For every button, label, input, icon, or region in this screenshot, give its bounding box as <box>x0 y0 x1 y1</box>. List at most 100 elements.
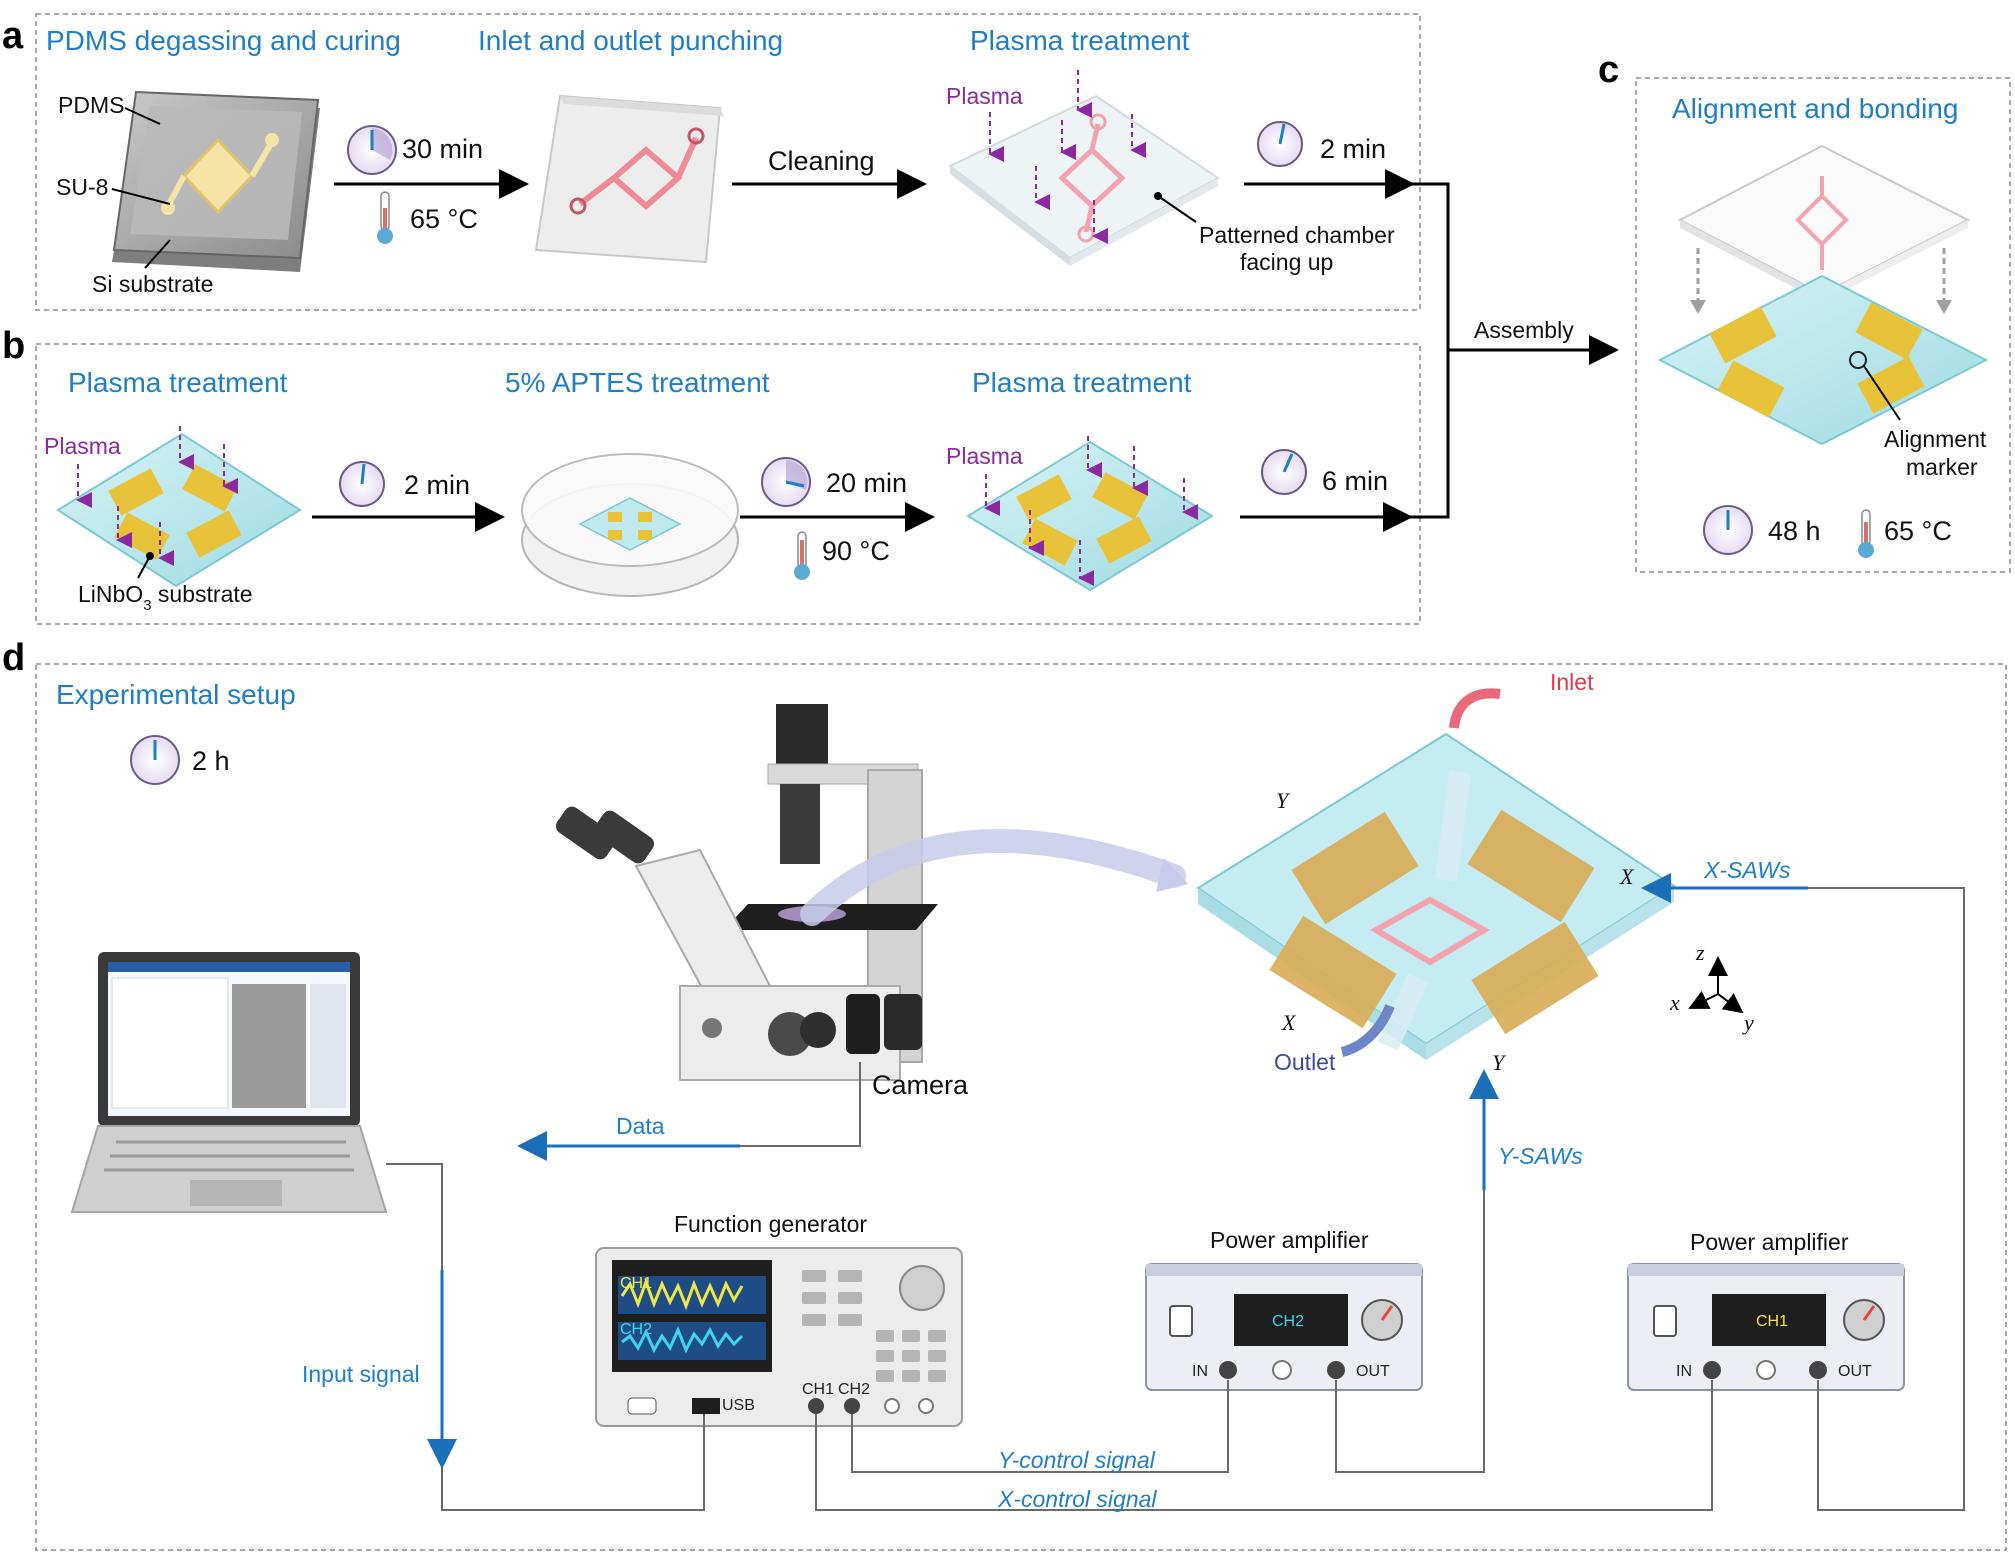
amp1-display: CH2 <box>1272 1313 1304 1330</box>
plasma-arrows-b2 <box>984 436 1198 586</box>
panel-d-letter: d <box>2 637 25 679</box>
step-title-punching: Inlet and outlet punching <box>478 25 783 56</box>
label-function-generator: Function generator <box>674 1211 867 1237</box>
panel-a-letter: a <box>2 15 24 57</box>
time-20min: 20 min <box>826 468 907 498</box>
coord-x: x <box>1669 990 1680 1015</box>
label-fg-ch1: CH1 <box>802 1381 834 1398</box>
step-title-setup: Experimental setup <box>56 679 296 710</box>
amp2-in: IN <box>1676 1363 1692 1380</box>
microscope-illustration <box>555 704 938 1081</box>
label-data: Data <box>616 1113 665 1139</box>
temp-65c-c: 65 °C <box>1884 516 1952 546</box>
label-fg-ch2: CH2 <box>838 1381 870 1398</box>
label-plasma-a: Plasma <box>946 83 1023 109</box>
clock-icon <box>1703 505 1753 555</box>
label-alignment: Alignment <box>1884 426 1987 452</box>
panel-a-border <box>35 13 1421 311</box>
label-assembly: Assembly <box>1474 317 1574 343</box>
clock-icon <box>130 735 180 785</box>
panel-c: c Alignment and bonding Alignment marker <box>1598 49 2011 573</box>
panel-d-border <box>35 663 2007 1551</box>
label-y-axis-bottom: Y <box>1492 1050 1507 1075</box>
label-usb: USB <box>722 1397 755 1414</box>
panel-b-border <box>35 343 1421 625</box>
screen-ch2-label: CH2 <box>620 1321 652 1338</box>
plasma-arrows-b1 <box>76 426 238 566</box>
step-title-alignment: Alignment and bonding <box>1672 93 1958 124</box>
label-y-axis-top: Y <box>1276 788 1291 813</box>
screen-ch1-label: CH1 <box>620 1275 652 1292</box>
label-outlet: Outlet <box>1274 1049 1336 1075</box>
panel-c-letter: c <box>1598 49 1619 91</box>
label-inlet: Inlet <box>1550 669 1594 695</box>
label-camera: Camera <box>872 1070 969 1100</box>
label-y-saws: Y-SAWs <box>1498 1143 1583 1169</box>
assembly-connector: Assembly <box>1410 182 1619 519</box>
zoom-swoosh-head <box>1156 858 1188 892</box>
panel-c-border <box>1635 77 2011 573</box>
panel-d: d Experimental setup 2 h <box>2 637 2007 1551</box>
label-x-axis-left: X <box>1281 1010 1297 1035</box>
amp2-display: CH1 <box>1756 1313 1788 1330</box>
coord-z: z <box>1695 940 1705 965</box>
temp-65c: 65 °C <box>410 204 478 234</box>
label-facing-up: facing up <box>1240 249 1333 275</box>
label-su8: SU-8 <box>56 174 108 200</box>
linbo3-chip-b1 <box>56 432 302 588</box>
panel-a: a PDMS degassing and curing Inlet and ou… <box>2 13 1421 311</box>
saw-device-illustration <box>1196 732 1676 1060</box>
label-plasma-b1: Plasma <box>44 433 121 459</box>
time-2min-a: 2 min <box>1320 134 1386 164</box>
bonding-illustration <box>1657 144 1989 446</box>
step-title-plasma-b2: Plasma treatment <box>972 367 1192 398</box>
step-title-aptes: 5% APTES treatment <box>505 367 770 398</box>
time-2h: 2 h <box>192 746 230 776</box>
petri-dish-illustration <box>521 453 739 597</box>
thermometer-icon <box>794 531 810 580</box>
clock-icon <box>339 461 385 507</box>
time-48h: 48 h <box>1768 516 1821 546</box>
label-x-saws: X-SAWs <box>1703 857 1791 883</box>
function-generator-illustration <box>595 1247 963 1427</box>
clock-icon <box>1261 449 1307 495</box>
label-power-amplifier-2: Power amplifier <box>1690 1229 1849 1255</box>
clock-icon <box>1257 121 1303 167</box>
punched-pdms-illustration <box>534 94 724 264</box>
plasma-arrows-a <box>988 70 1146 244</box>
inlet-arrow <box>1449 688 1501 729</box>
label-plasma-b2: Plasma <box>946 443 1023 469</box>
time-2min-b: 2 min <box>404 470 470 500</box>
amp1-in: IN <box>1192 1363 1208 1380</box>
outlet-arrow <box>1340 1004 1395 1057</box>
pdms-on-si-illustration <box>112 90 320 272</box>
step-title-plasma-b1: Plasma treatment <box>68 367 288 398</box>
label-patterned-chamber: Patterned chamber <box>1199 222 1395 248</box>
thermometer-icon <box>377 191 393 244</box>
label-y-control: Y-control signal <box>998 1447 1156 1473</box>
amp2-out: OUT <box>1838 1363 1872 1380</box>
clock-icon <box>761 457 811 507</box>
panel-b: b Plasma treatment 5% APTES treatment Pl… <box>2 325 1421 625</box>
label-cleaning: Cleaning <box>768 146 875 176</box>
wiring <box>386 887 1965 1511</box>
label-x-axis-right: X <box>1619 864 1635 889</box>
time-30min: 30 min <box>402 134 483 164</box>
temp-90c: 90 °C <box>822 536 890 566</box>
power-amplifier-2-illustration <box>1627 1263 1905 1391</box>
label-power-amplifier-1: Power amplifier <box>1210 1227 1369 1253</box>
label-pdms: PDMS <box>58 92 124 118</box>
clock-icon <box>347 125 397 175</box>
label-input-signal: Input signal <box>302 1361 420 1387</box>
label-x-control: X-control signal <box>997 1486 1157 1512</box>
zoom-swoosh <box>800 828 1186 926</box>
panel-b-letter: b <box>2 325 25 367</box>
label-linbo3-substrate: LiNbO3 substrate <box>78 581 253 614</box>
time-6min: 6 min <box>1322 466 1388 496</box>
coord-y: y <box>1742 1010 1754 1035</box>
step-title-plasma-a: Plasma treatment <box>970 25 1190 56</box>
thermometer-icon <box>1858 509 1874 558</box>
plasma-pdms-illustration <box>948 94 1220 266</box>
step-title-pdms-curing: PDMS degassing and curing <box>46 25 401 56</box>
